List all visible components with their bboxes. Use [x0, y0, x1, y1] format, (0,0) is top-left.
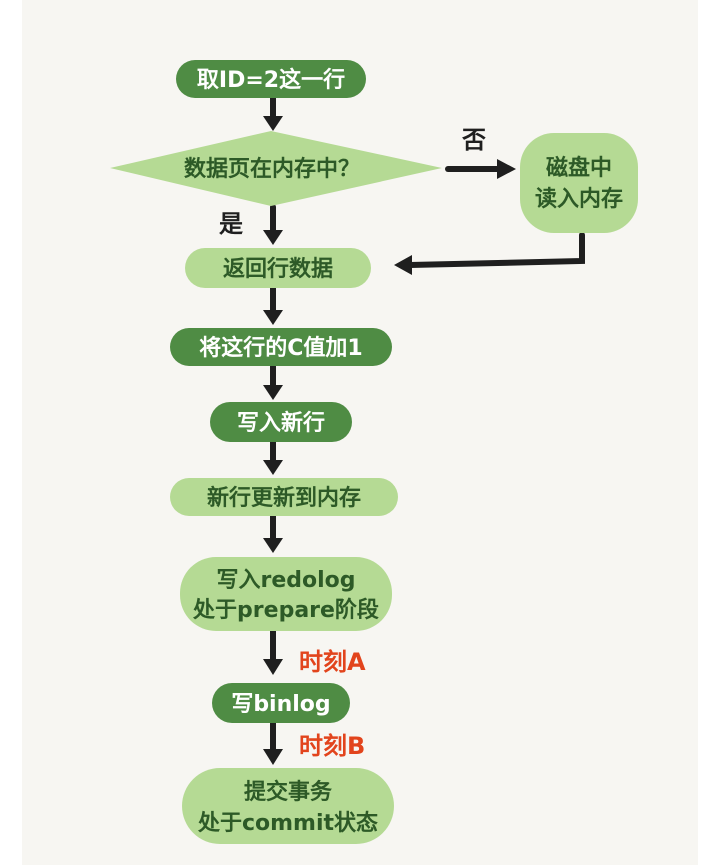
node-fetch-row-label: 取ID=2这一行 — [197, 67, 345, 93]
node-return-row-shape — [185, 248, 371, 288]
node-commit-line2: 处于commit状态 — [197, 810, 378, 836]
node-disk-read: 磁盘中 读入内存 — [520, 133, 638, 233]
node-redolog-prepare: 写入redolog 处于prepare阶段 — [180, 557, 392, 631]
arrowhead-return — [394, 255, 412, 275]
arrow-disk-to-return — [407, 232, 585, 268]
node-return-row: 返回行数据 — [185, 248, 371, 288]
arrows — [270, 93, 585, 754]
node-commit-line1: 提交事务 — [244, 779, 333, 805]
node-redolog-line2: 处于prepare阶段 — [192, 597, 379, 623]
node-update-memory-label: 新行更新到内存 — [207, 485, 361, 511]
node-add-one: 将这行的C值加1 — [170, 328, 392, 366]
node-write-new-row-shape — [210, 402, 352, 442]
node-in-memory-question: 数据页在内存中？ — [110, 131, 442, 206]
node-add-one-shape — [170, 328, 392, 366]
node-update-memory: 新行更新到内存 — [170, 478, 398, 516]
node-fetch-row: 取ID=2这一行 — [176, 60, 366, 98]
node-fetch-row-shape — [176, 60, 366, 98]
arrowhead-no — [497, 159, 516, 179]
node-redolog-line1: 写入redolog — [216, 568, 355, 593]
node-redolog-shape — [180, 557, 392, 631]
node-write-binlog: 写binlog — [212, 683, 350, 723]
node-write-new-row-label: 写入新行 — [237, 410, 325, 436]
yes-label: 是 — [219, 210, 243, 238]
arrowheads — [263, 116, 516, 765]
node-return-row-label: 返回行数据 — [223, 256, 333, 282]
node-update-memory-shape — [170, 478, 398, 516]
arrowhead-4 — [263, 385, 283, 400]
node-commit: 提交事务 处于commit状态 — [182, 768, 394, 844]
node-write-binlog-shape — [212, 683, 350, 723]
node-write-binlog-label: 写binlog — [231, 692, 330, 717]
time-b-label: 时刻B — [299, 732, 365, 760]
node-question-label: 数据页在内存中？ — [184, 156, 360, 182]
node-question-shape — [110, 131, 442, 206]
arrowhead-5 — [263, 460, 283, 475]
arrowhead-8 — [263, 749, 283, 765]
arrowhead-6 — [263, 538, 283, 553]
node-commit-shape — [182, 768, 394, 844]
node-write-new-row: 写入新行 — [210, 402, 352, 442]
arrowhead-2 — [263, 230, 283, 245]
no-label: 否 — [461, 126, 486, 154]
node-disk-read-line2: 读入内存 — [535, 186, 623, 212]
node-disk-read-line1: 磁盘中 — [546, 155, 612, 181]
node-add-one-label: 将这行的C值加1 — [199, 335, 362, 361]
time-a-label: 时刻A — [299, 648, 366, 676]
arrowhead-1 — [263, 116, 283, 131]
arrowhead-3 — [263, 310, 283, 325]
node-disk-read-shape — [520, 133, 638, 233]
arrowhead-7 — [263, 659, 283, 675]
